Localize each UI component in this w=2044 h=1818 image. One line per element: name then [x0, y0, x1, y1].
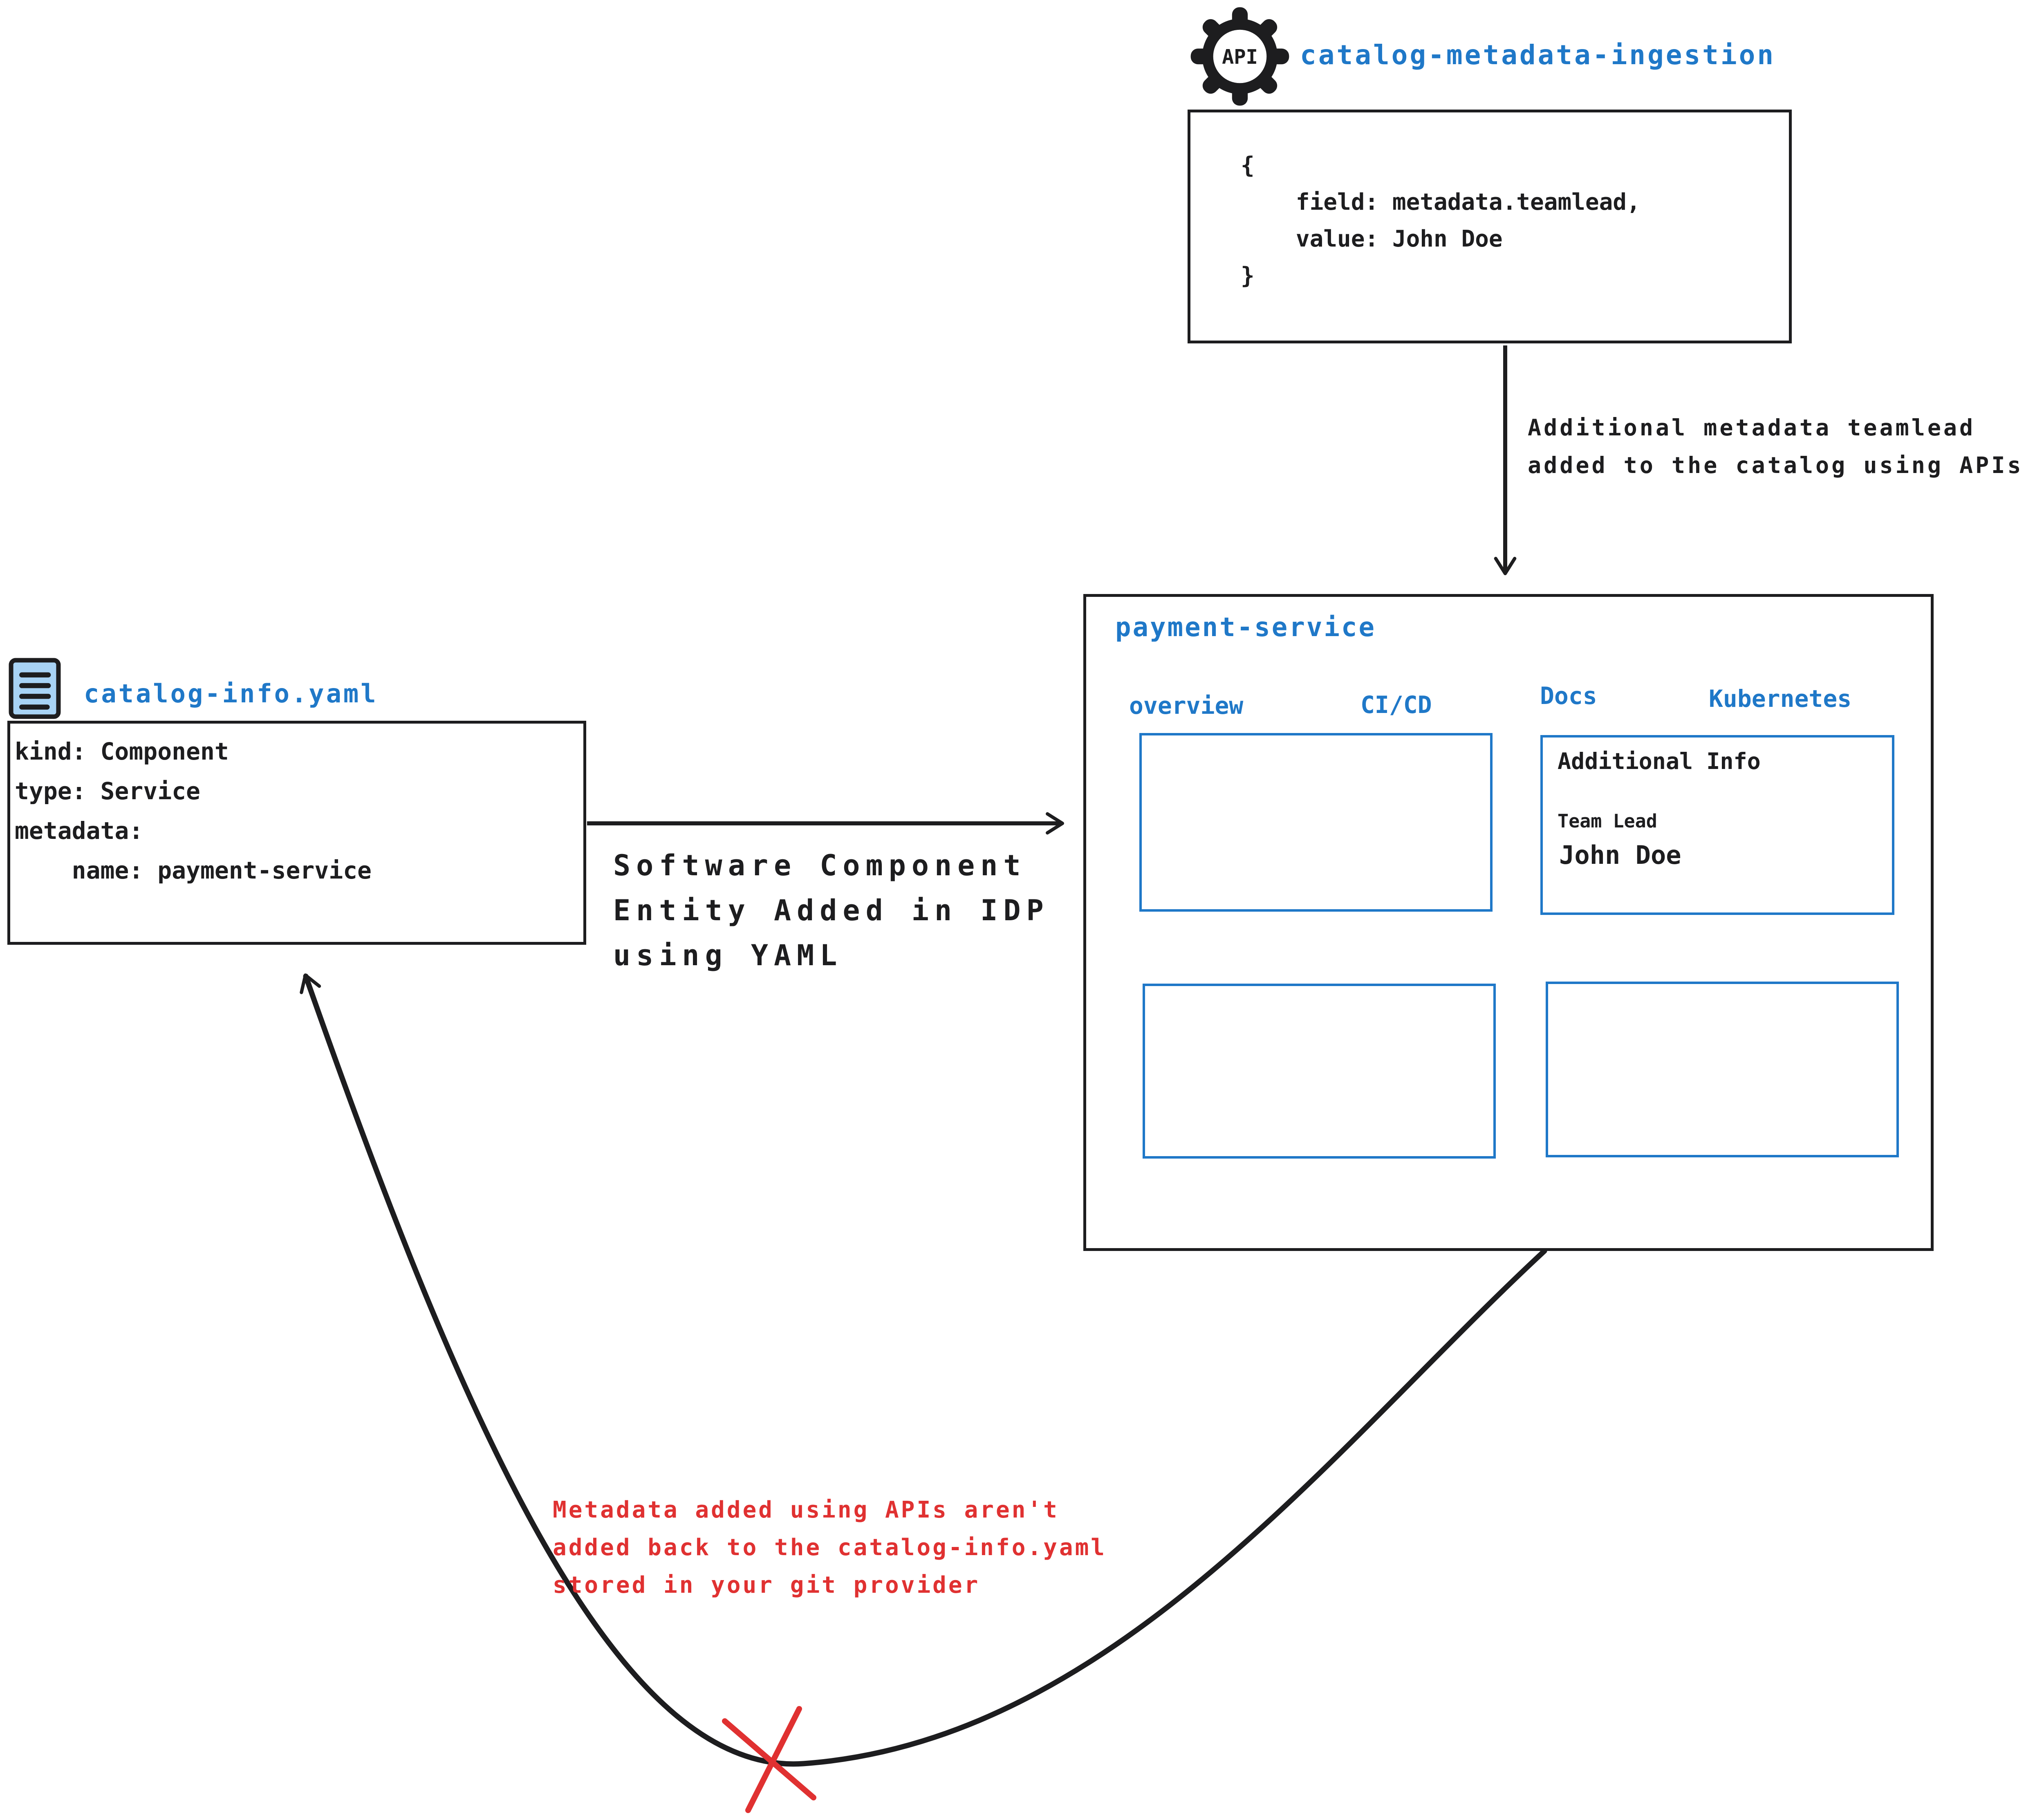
api-gear-icon: API [1190, 7, 1289, 106]
feedback-curve-arrow [300, 973, 1547, 1767]
team-lead-label: Team Lead [1558, 810, 1657, 832]
api-arrow-note-line2: added to the catalog using APIs [1528, 452, 2024, 478]
team-lead-value: John Doe [1559, 840, 1681, 870]
tab-kubernetes[interactable]: Kubernetes [1709, 685, 1852, 713]
additional-info-card [1540, 735, 1894, 915]
api-service-title: catalog-metadata-ingestion [1300, 39, 1776, 71]
feedback-note: Metadata added using APIs aren't added b… [553, 1491, 1107, 1604]
feedback-note-line1: Metadata added using APIs aren't [553, 1497, 1059, 1523]
portal-title: payment-service [1115, 612, 1376, 643]
yaml-code: kind: Component type: Service metadata: … [15, 738, 372, 884]
yaml-arrow-note: Software Component Entity Added in IDP u… [613, 843, 1049, 978]
api-arrow-note-line1: Additional metadata teamlead [1528, 415, 1976, 441]
api-payload-box [1188, 110, 1792, 343]
yaml-file-title: catalog-info.yaml [84, 679, 378, 708]
feedback-note-line2: added back to the catalog-info.yaml [553, 1534, 1107, 1561]
api-gear-label: API [1222, 46, 1258, 69]
tab-overview[interactable]: overview [1129, 692, 1244, 720]
yaml-box [7, 721, 586, 945]
yaml-arrow-note-line2: Entity Added in IDP [613, 894, 1049, 927]
api-arrow-note: Additional metadata teamlead added to th… [1528, 409, 2024, 484]
card-bottom-right [1546, 982, 1899, 1157]
yaml-file-icon [9, 658, 61, 719]
yaml-arrow-note-line3: using YAML [613, 939, 843, 972]
yaml-arrow-note-line1: Software Component [613, 849, 1026, 882]
card-bottom-left [1143, 984, 1496, 1159]
not-synced-x-icon [722, 1706, 816, 1813]
api-payload-code: { field: metadata.teamlead, value: John … [1241, 152, 1641, 289]
tab-docs[interactable]: Docs [1540, 682, 1597, 710]
feedback-note-line3: stored in your git provider [553, 1572, 980, 1598]
tab-cicd[interactable]: CI/CD [1360, 691, 1432, 719]
overview-card [1139, 733, 1493, 912]
additional-info-heading: Additional Info [1558, 748, 1761, 774]
